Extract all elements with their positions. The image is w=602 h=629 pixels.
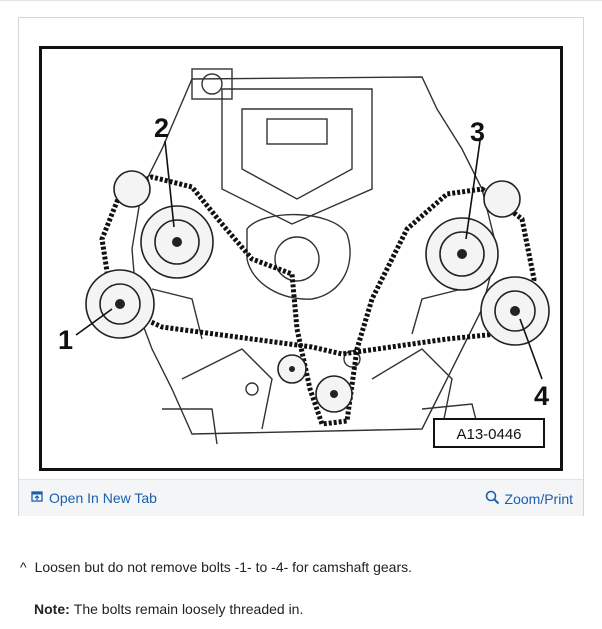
figure-card: 1 2 3 4 A13-0446 Open In New Tab xyxy=(18,17,584,516)
note: Note:The bolts remain loosely threaded i… xyxy=(34,601,303,617)
magnifier-icon xyxy=(485,490,500,508)
figure-code-box xyxy=(433,418,545,448)
figure-code: A13-0446 xyxy=(456,426,521,443)
callout-2: 2 xyxy=(154,113,169,143)
note-text: The bolts remain loosely threaded in. xyxy=(73,601,304,617)
zoom-print-label: Zoom/Print xyxy=(504,491,573,507)
open-in-new-tab-link[interactable]: Open In New Tab xyxy=(31,490,157,506)
diagram-drawing: 1 2 3 4 A13-0446 xyxy=(58,68,550,448)
callout-3: 3 xyxy=(470,117,485,147)
figure-toolbar: Open In New Tab Zoom/Print xyxy=(19,479,583,516)
step-text: Loosen but do not remove bolts -1- to -4… xyxy=(34,559,412,575)
instruction-step: ^ Loosen but do not remove bolts -1- to -… xyxy=(20,559,412,575)
top-divider xyxy=(0,0,602,1)
engine-timing-diagram: 1 2 3 4 A13-0446 xyxy=(39,46,563,471)
callout-4: 4 xyxy=(534,381,549,411)
callout-1: 1 xyxy=(58,325,73,355)
note-label: Note: xyxy=(34,601,70,617)
open-in-new-tab-label: Open In New Tab xyxy=(49,490,157,506)
step-marker: ^ xyxy=(20,559,27,575)
zoom-print-link[interactable]: Zoom/Print xyxy=(485,490,573,508)
open-in-new-tab-icon xyxy=(31,490,44,506)
